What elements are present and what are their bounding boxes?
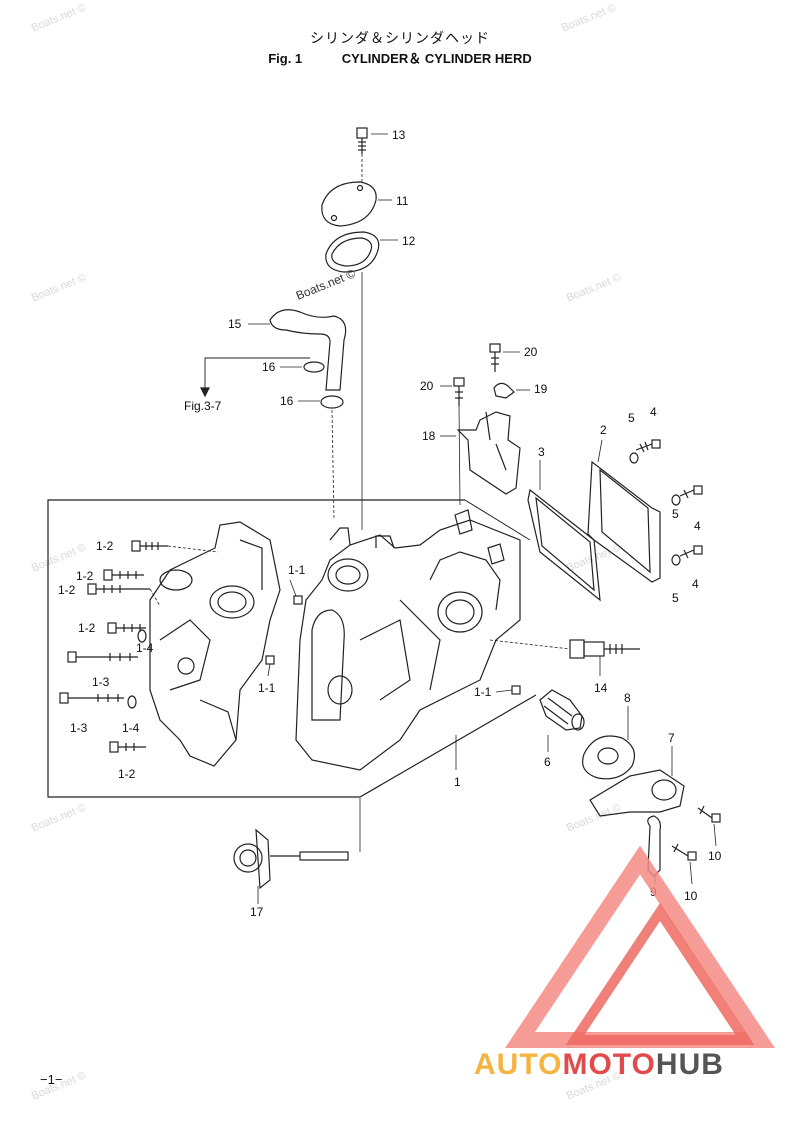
- automotohub-logo-text: AUTOMOTOHUB: [474, 1048, 724, 1082]
- label-13: 13: [392, 128, 406, 142]
- part-dowel-1-1: [511, 685, 521, 695]
- label-6: 6: [544, 755, 551, 769]
- part-bolt-4: [679, 545, 703, 559]
- part-bolt-1-2: [107, 622, 146, 634]
- label-3: 3: [538, 445, 545, 459]
- part-dowel-1-1: [265, 655, 275, 665]
- label-1-1: 1-1: [258, 681, 276, 695]
- part-cylinder-head-1: [295, 509, 521, 771]
- label-17: 17: [250, 905, 264, 919]
- part-clip-19: [493, 382, 515, 399]
- part-bolt-20: [489, 343, 501, 372]
- part-number-labels: 13 11 12 15 16 16 Fig.3-7 20 20 19 18 2 …: [58, 128, 722, 919]
- logo-text-hub: HUB: [655, 1048, 724, 1081]
- assembly-frame: [47, 499, 537, 798]
- part-washer-1-4: [137, 629, 147, 643]
- label-1-3: 1-3: [70, 721, 88, 735]
- watermark-diagram: Boats.net ©: [294, 266, 358, 303]
- part-gasket-12: [325, 231, 380, 273]
- label-16: 16: [280, 394, 294, 408]
- label-1-2: 1-2: [96, 539, 114, 553]
- part-bolt-1-3: [59, 692, 124, 704]
- part-bolt-1-2: [109, 741, 146, 753]
- part-rocker-cover-2: [587, 460, 661, 583]
- label-20: 20: [420, 379, 434, 393]
- label-1-1: 1-1: [288, 563, 306, 577]
- part-spark-plug-14: [489, 639, 640, 659]
- logo-text-moto: MOTO: [562, 1048, 656, 1081]
- part-clip-9: [647, 815, 661, 877]
- part-bolt-1-2: [87, 583, 161, 607]
- part-gasket-8: [582, 735, 635, 780]
- part-cylinder-block: [149, 521, 281, 767]
- part-thermostat-6: [539, 689, 585, 731]
- part-cover-11: [321, 181, 377, 227]
- label-1-2: 1-2: [78, 621, 96, 635]
- label-16: 16: [262, 360, 276, 374]
- part-bracket-18: [456, 411, 521, 495]
- page-number: −1−: [40, 1072, 63, 1087]
- label-1-2: 1-2: [58, 583, 76, 597]
- label-10: 10: [708, 849, 722, 863]
- part-thermostat-cover-7: [589, 769, 685, 817]
- label-4: 4: [692, 577, 699, 591]
- label-19: 19: [534, 382, 548, 396]
- part-gear-17: [233, 798, 361, 890]
- part-clamp-16: [303, 361, 325, 373]
- part-dowel-1-1: [293, 595, 303, 605]
- part-washer-1-4: [127, 695, 137, 709]
- part-bolt-10: [671, 843, 697, 861]
- automotohub-logo-mark: [505, 845, 775, 1048]
- label-5: 5: [628, 411, 635, 425]
- label-11: 11: [396, 194, 409, 208]
- label-12: 12: [402, 234, 416, 248]
- reference-fig-3-7: Fig.3-7: [184, 399, 222, 413]
- label-10: 10: [684, 889, 698, 903]
- part-bolt-1-2: [131, 540, 219, 553]
- figure-number: Fig. 1: [268, 51, 303, 66]
- label-4: 4: [650, 405, 657, 419]
- part-washer-5: [671, 554, 681, 566]
- label-2: 2: [600, 423, 607, 437]
- label-5: 5: [672, 591, 679, 605]
- part-bolt-4: [679, 485, 703, 499]
- label-1-4: 1-4: [122, 721, 140, 735]
- figure-title: Fig. 1 CYLINDER＆ CYLINDER HERD: [0, 48, 800, 67]
- label-15: 15: [228, 317, 242, 331]
- part-clamp-16: [320, 395, 344, 409]
- label-14: 14: [594, 681, 608, 695]
- label-1-2: 1-2: [118, 767, 136, 781]
- part-washer-5: [629, 452, 639, 464]
- part-bolt-13: [356, 127, 368, 182]
- title-japanese: シリンダ＆シリンダヘッド: [310, 30, 490, 46]
- part-gasket-3: [527, 488, 601, 602]
- part-hose-15: [269, 309, 347, 391]
- label-1-4: 1-4: [136, 641, 154, 655]
- part-bolt-20: [453, 377, 465, 506]
- part-bolt-1-2: [103, 569, 144, 581]
- part-washer-5: [671, 494, 681, 506]
- label-1-3: 1-3: [92, 675, 110, 689]
- part-bolt-10: [697, 805, 721, 823]
- label-7: 7: [668, 731, 675, 745]
- label-18: 18: [422, 429, 436, 443]
- part-bolt-1-3: [67, 651, 138, 663]
- part-bolt-4: [635, 439, 661, 453]
- label-1: 1: [454, 775, 461, 789]
- label-1-2: 1-2: [76, 569, 94, 583]
- label-8: 8: [624, 691, 631, 705]
- label-4: 4: [694, 519, 701, 533]
- label-20: 20: [524, 345, 538, 359]
- logo-text-auto: AUTO: [474, 1048, 563, 1081]
- label-5: 5: [672, 507, 679, 521]
- figure-title-english: CYLINDER＆ CYLINDER HERD: [341, 51, 532, 66]
- label-1-1: 1-1: [474, 685, 492, 699]
